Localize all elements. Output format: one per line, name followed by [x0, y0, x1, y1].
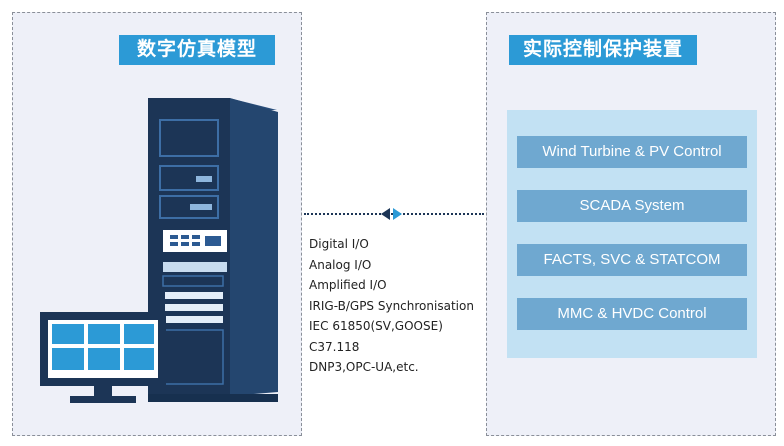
arrow-right-icon	[393, 208, 402, 220]
interface-item: Amplified I/O	[309, 278, 387, 292]
interface-item: IRIG-B/GPS Synchronisation	[309, 298, 474, 313]
interface-item: IEC 61850(SV,GOOSE)	[309, 319, 443, 333]
interface-item: Analog I/O	[309, 257, 372, 272]
control-protection-title: 实际控制保护装置	[509, 35, 697, 65]
control-item-facts[interactable]: FACTS, SVC & STATCOM	[517, 244, 747, 276]
server-rack-icon	[148, 98, 278, 402]
control-item-wind-pv[interactable]: Wind Turbine & PV Control	[517, 136, 747, 168]
control-item-scada[interactable]: SCADA System	[517, 190, 747, 222]
monitor-icon	[40, 312, 166, 403]
control-devices-area: Wind Turbine & PV Control SCADA System F…	[507, 110, 757, 358]
interface-item: C37.118	[309, 339, 360, 354]
control-protection-panel: 实际控制保护装置 Wind Turbine & PV Control SCADA…	[486, 12, 776, 436]
interface-item: DNP3,OPC-UA,etc.	[309, 360, 419, 374]
control-item-mmc-hvdc[interactable]: MMC & HVDC Control	[517, 298, 747, 330]
interface-item: Digital I/O	[309, 237, 369, 251]
digital-simulation-title: 数字仿真模型	[119, 35, 275, 65]
interface-list: Digital I/O Analog I/O Amplified I/O IRI…	[309, 234, 474, 378]
double-arrow-icon	[381, 208, 390, 220]
